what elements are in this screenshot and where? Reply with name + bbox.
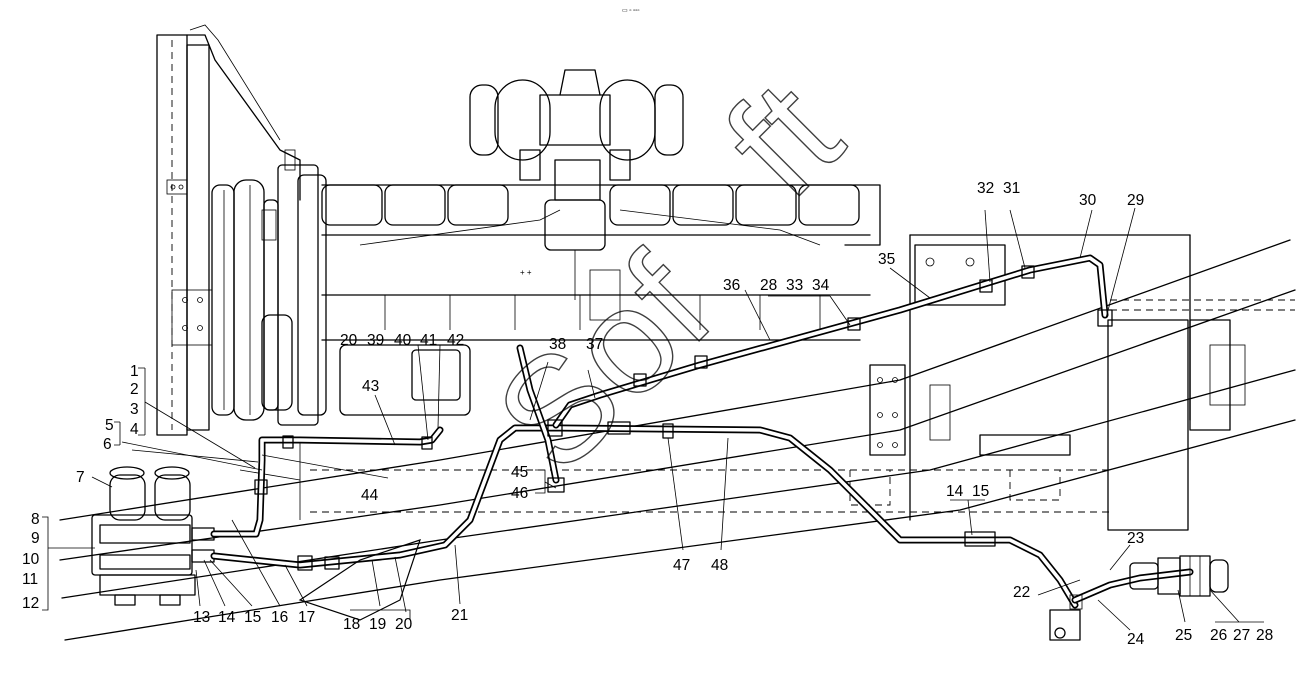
callout-14: 14 xyxy=(218,609,236,626)
leader-lines xyxy=(42,207,1264,631)
callout-31: 31 xyxy=(1003,180,1020,197)
callout-24: 24 xyxy=(1127,631,1145,648)
callout-labels: 1 2 3 4 5 6 7 8 9 10 11 12 13 14 15 16 1… xyxy=(22,180,1273,648)
callout-14-right: 14 xyxy=(946,483,964,500)
callout-11: 11 xyxy=(22,571,38,588)
svg-text:+ +: + + xyxy=(520,268,532,277)
header-mark: ▭ ▫ ▫▫▫ xyxy=(622,8,640,14)
callout-8: 8 xyxy=(31,511,40,528)
callout-47: 47 xyxy=(673,557,690,574)
callout-23: 23 xyxy=(1127,530,1144,547)
callout-28: 28 xyxy=(1256,627,1273,644)
callout-43: 43 xyxy=(362,378,379,395)
callout-32: 32 xyxy=(977,180,994,197)
turbocharger xyxy=(469,69,684,300)
callout-15: 15 xyxy=(244,609,261,626)
engine-block: + + xyxy=(321,184,881,416)
callout-30: 30 xyxy=(1079,192,1097,209)
callout-3: 3 xyxy=(130,401,139,418)
radiator-frame xyxy=(156,24,301,436)
callout-20: 20 xyxy=(395,616,413,633)
callout-15-right: 15 xyxy=(972,483,989,500)
callout-45: 45 xyxy=(511,464,528,481)
callout-21: 21 xyxy=(451,607,468,624)
callout-28-upper: 28 xyxy=(760,277,777,294)
callout-13: 13 xyxy=(193,609,210,626)
callout-20-upper: 20 xyxy=(340,332,358,349)
callout-38: 38 xyxy=(549,336,566,353)
watermark-text-bottom: Sof xyxy=(464,224,742,502)
callout-27: 27 xyxy=(1233,627,1250,644)
callout-6: 6 xyxy=(103,436,112,453)
callout-18: 18 xyxy=(343,616,360,633)
fuel-pump-fitting xyxy=(1049,555,1229,641)
callout-40: 40 xyxy=(394,332,412,349)
callout-48: 48 xyxy=(711,557,728,574)
callout-19: 19 xyxy=(369,616,386,633)
callout-46: 46 xyxy=(511,485,528,502)
callout-41: 41 xyxy=(420,332,437,349)
callout-42: 42 xyxy=(447,332,464,349)
callout-34: 34 xyxy=(812,277,830,294)
callout-2: 2 xyxy=(130,381,139,398)
callout-22: 22 xyxy=(1013,584,1030,601)
callout-39: 39 xyxy=(367,332,384,349)
callout-16: 16 xyxy=(271,609,288,626)
callout-10: 10 xyxy=(22,551,40,568)
callout-7: 7 xyxy=(76,469,85,486)
watermark: ft Sof xyxy=(298,49,872,621)
callout-4: 4 xyxy=(130,421,139,438)
callout-33: 33 xyxy=(786,277,803,294)
fuel-filter-assembly xyxy=(91,466,215,606)
callout-37: 37 xyxy=(586,336,603,353)
fuel-pipes xyxy=(210,254,1194,609)
callout-12: 12 xyxy=(22,595,39,612)
callout-1: 1 xyxy=(130,363,139,380)
callout-44: 44 xyxy=(361,487,379,504)
callout-36: 36 xyxy=(723,277,740,294)
watermark-text-top: ft xyxy=(694,50,872,228)
callout-9: 9 xyxy=(31,530,40,547)
callout-17: 17 xyxy=(298,609,315,626)
pulley-assembly xyxy=(211,149,327,426)
callout-26: 26 xyxy=(1210,627,1227,644)
callout-5: 5 xyxy=(105,417,114,434)
callout-29: 29 xyxy=(1127,192,1144,209)
callout-25: 25 xyxy=(1175,627,1192,644)
callout-35: 35 xyxy=(878,251,895,268)
